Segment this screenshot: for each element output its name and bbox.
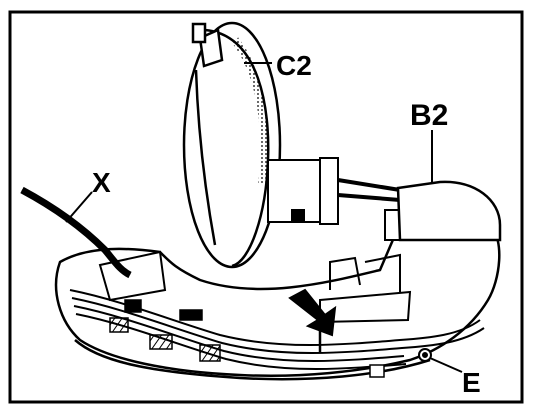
leader-e	[429, 357, 463, 373]
fixing-point-e	[418, 348, 432, 362]
label-e: E	[462, 367, 481, 398]
connector-plug	[267, 157, 401, 225]
harness-hook	[318, 322, 332, 352]
clock-spring-c2	[182, 21, 282, 269]
cable-x	[20, 186, 132, 279]
label-c2: C2	[276, 50, 312, 81]
label-x: X	[92, 167, 111, 198]
module-b2	[396, 180, 502, 242]
label-b2: B2	[410, 99, 448, 132]
leader-x	[65, 191, 93, 223]
diagram-border	[8, 10, 524, 404]
harness-clips	[109, 299, 385, 378]
